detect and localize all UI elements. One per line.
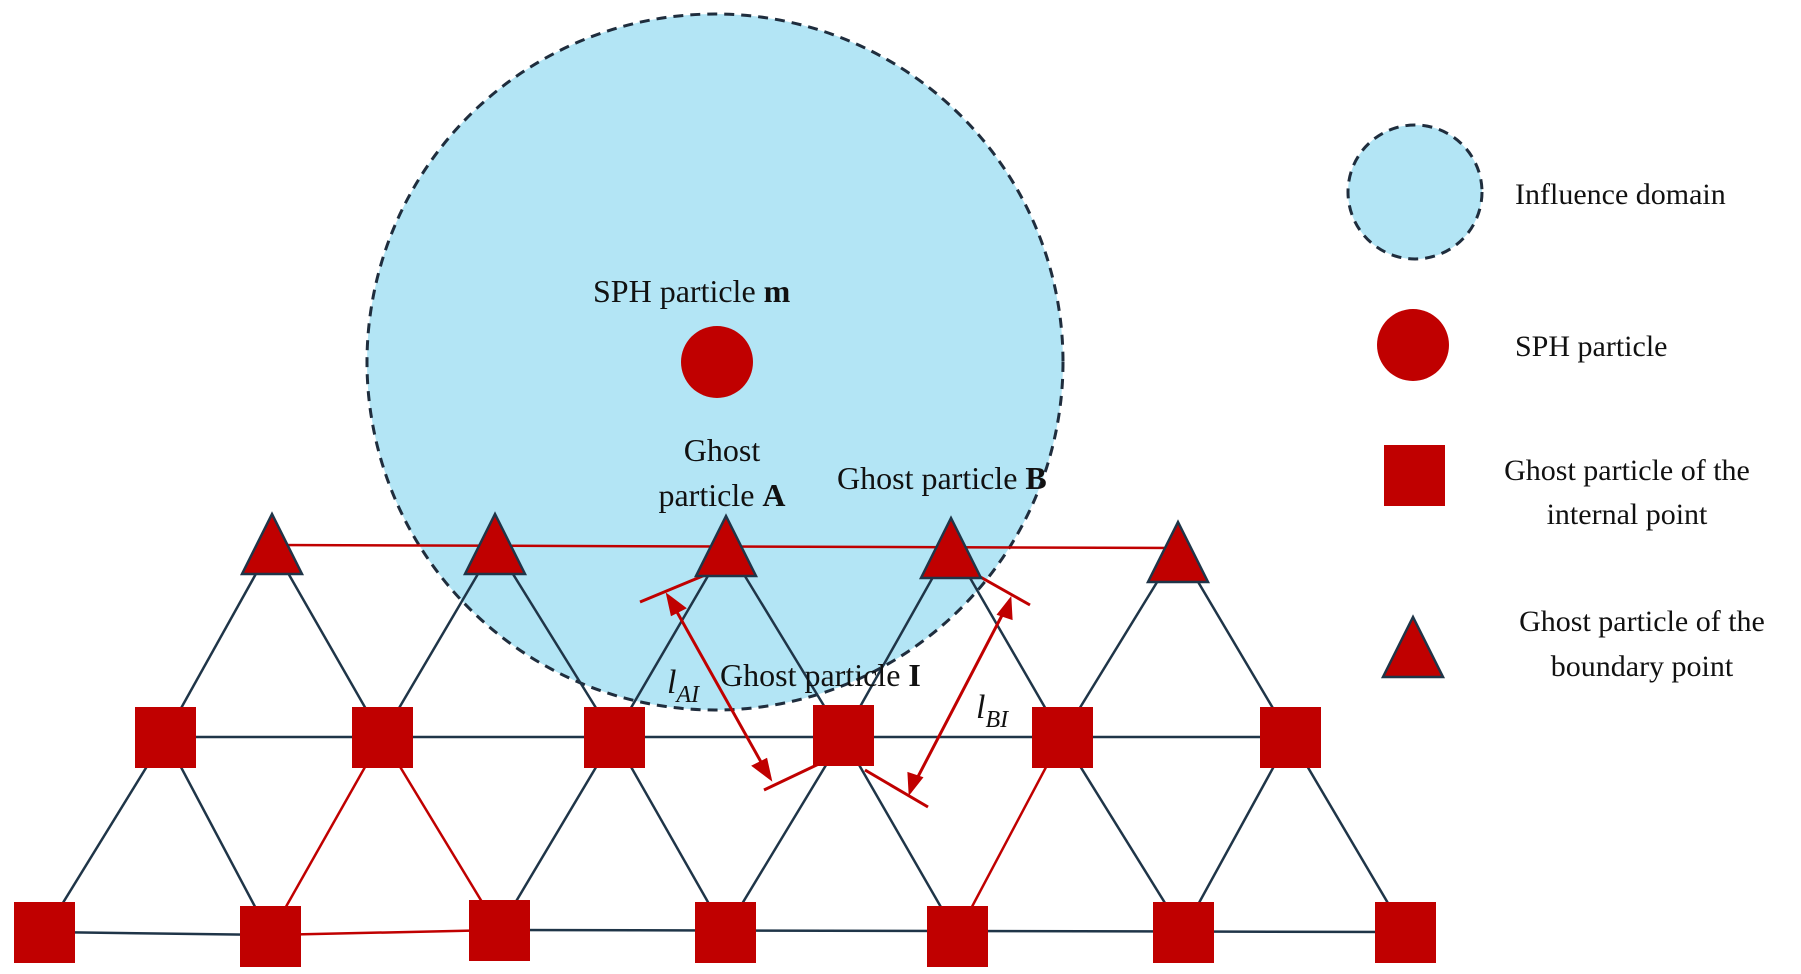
internal-ghost-particle — [469, 900, 530, 961]
dimension-tick — [864, 768, 929, 809]
mesh-line — [163, 736, 272, 936]
boundary-ghost-particle — [239, 511, 305, 576]
legend-sph-particle-swatch — [1377, 309, 1449, 381]
ghost-particle-a-label-line2: particle A — [658, 477, 785, 513]
mesh-line — [493, 544, 616, 738]
internal-ghost-particles — [14, 705, 1436, 967]
l-ai-label: lAI — [667, 664, 700, 708]
legend-influence-domain-label: Influence domain — [1515, 178, 1726, 211]
dimension-lines — [639, 566, 1031, 809]
arrowhead — [665, 592, 687, 617]
legend-internal-ghost-swatch — [1384, 445, 1445, 506]
mesh-line — [44, 930, 271, 937]
arrowhead — [751, 757, 773, 782]
highlight-line — [380, 736, 501, 931]
mesh-line — [612, 736, 727, 933]
ghost-particle-b — [918, 515, 984, 580]
ghost-particle-i — [813, 705, 874, 766]
mesh-line — [723, 736, 845, 933]
internal-ghost-particle — [352, 707, 413, 768]
internal-ghost-particle — [927, 906, 988, 967]
arrowhead — [907, 771, 924, 797]
internal-ghost-particle — [1375, 902, 1436, 963]
ghost-particle-b-label: Ghost particle B — [837, 460, 1047, 496]
ghost-particle-a — [693, 513, 759, 578]
mesh-line — [163, 544, 274, 738]
mesh-line — [497, 736, 616, 931]
dimension-line-ai — [666, 595, 772, 779]
boundary-ghost-particle — [1145, 519, 1211, 584]
legend-influence-domain-swatch — [1346, 123, 1484, 261]
l-bi-label: lBI — [976, 689, 1009, 733]
legend-boundary-ghost-label-line1: Ghost particle of the — [1519, 605, 1765, 638]
boundary-ghost-particles — [239, 511, 1211, 584]
mesh-line — [1060, 736, 1185, 933]
internal-ghost-particle — [1260, 707, 1321, 768]
legend: Influence domain SPH particle Ghost part… — [1346, 123, 1765, 683]
mesh-line — [380, 544, 497, 738]
arrowhead — [996, 595, 1013, 621]
internal-ghost-particle — [584, 707, 645, 768]
ghost-particle-a-label-line1: Ghost — [684, 432, 761, 468]
dimension-line-bi — [908, 599, 1012, 793]
boundary-ghost-particle — [462, 511, 528, 576]
internal-ghost-particle — [135, 707, 196, 768]
mesh-line — [841, 736, 959, 936]
sph-particle-m — [681, 326, 753, 398]
internal-ghost-particle — [240, 906, 301, 967]
legend-boundary-ghost-label-line2: boundary point — [1551, 650, 1734, 683]
mesh-line — [270, 544, 384, 738]
legend-internal-ghost-label-line2: internal point — [1547, 498, 1708, 531]
internal-ghost-particle — [695, 902, 756, 963]
mesh-line — [1288, 736, 1407, 933]
ghost-particle-i-label: Ghost particle I — [720, 657, 921, 693]
legend-sph-particle-label: SPH particle — [1515, 330, 1667, 363]
highlight-line — [268, 736, 384, 936]
legend-boundary-ghost-swatch — [1380, 614, 1446, 679]
sph-particle-m-label: SPH particle m — [593, 273, 791, 309]
legend-internal-ghost-label-line1: Ghost particle of the — [1504, 454, 1750, 487]
highlight-line — [955, 736, 1064, 936]
mesh-line — [43, 736, 167, 933]
internal-ghost-particle — [14, 902, 75, 963]
internal-ghost-particle — [1153, 902, 1214, 963]
internal-ghost-particle — [1032, 707, 1093, 768]
mesh-line — [1181, 736, 1292, 933]
highlight-line — [269, 928, 500, 937]
